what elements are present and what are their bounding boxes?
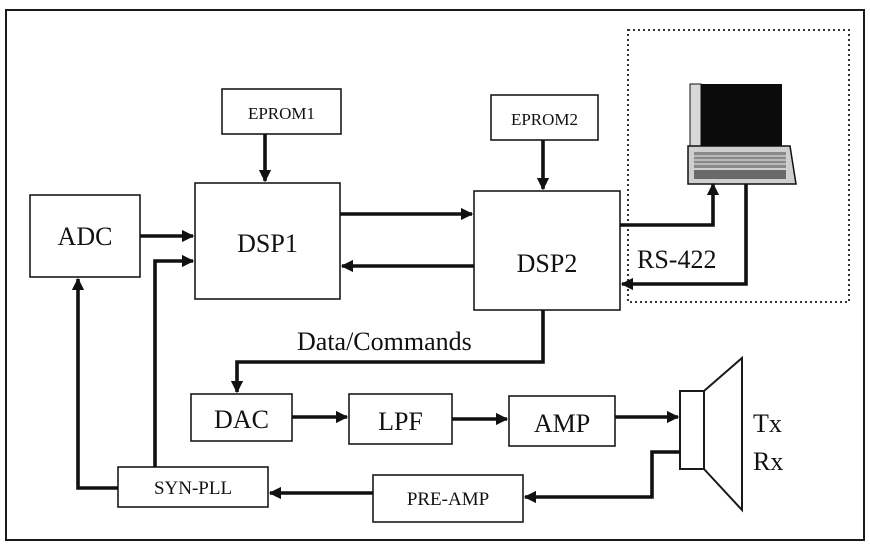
synpll-to-dsp1-arrow	[153, 254, 195, 467]
eprom2-label: EPROM2	[511, 110, 578, 129]
eprom1-label: EPROM1	[248, 104, 315, 123]
dac-block: DAC	[190, 393, 293, 442]
adc-block: ADC	[29, 194, 141, 278]
lpf-label: LPF	[378, 407, 423, 436]
dsp1-block: DSP1	[194, 182, 341, 300]
data-commands-arrow	[230, 310, 545, 394]
transducer-to-preamp-arrow	[523, 450, 680, 504]
dsp1-label: DSP1	[237, 229, 298, 258]
tx-label: Tx	[753, 409, 782, 438]
dac-label: DAC	[214, 405, 269, 434]
adc-label: ADC	[58, 222, 113, 251]
diagram-frame	[5, 9, 865, 541]
pre-amp-block: PRE-AMP	[372, 474, 524, 523]
eprom2-block: EPROM2	[490, 94, 599, 141]
syn-pll-block: SYN-PLL	[117, 466, 269, 508]
lpf-block: LPF	[348, 393, 453, 445]
host-computer-region	[627, 29, 850, 303]
pre-amp-label: PRE-AMP	[407, 489, 489, 510]
dsp2-label: DSP2	[517, 249, 578, 278]
dsp2-block: DSP2	[473, 190, 621, 311]
amp-block: AMP	[508, 395, 616, 447]
amp-label: AMP	[534, 409, 590, 438]
dsp2-to-computer-arrow	[620, 182, 720, 227]
synpll-to-adc-arrow	[71, 277, 118, 490]
data-commands-label: Data/Commands	[297, 327, 472, 356]
laptop-computer-icon	[687, 83, 797, 185]
eprom1-block: EPROM1	[221, 88, 342, 135]
rs422-label: RS-422	[637, 245, 716, 274]
syn-pll-label: SYN-PLL	[154, 478, 232, 499]
computer-to-dsp2-arrow	[620, 184, 748, 291]
transducer-icon	[679, 355, 743, 513]
rx-label: Rx	[753, 447, 783, 476]
